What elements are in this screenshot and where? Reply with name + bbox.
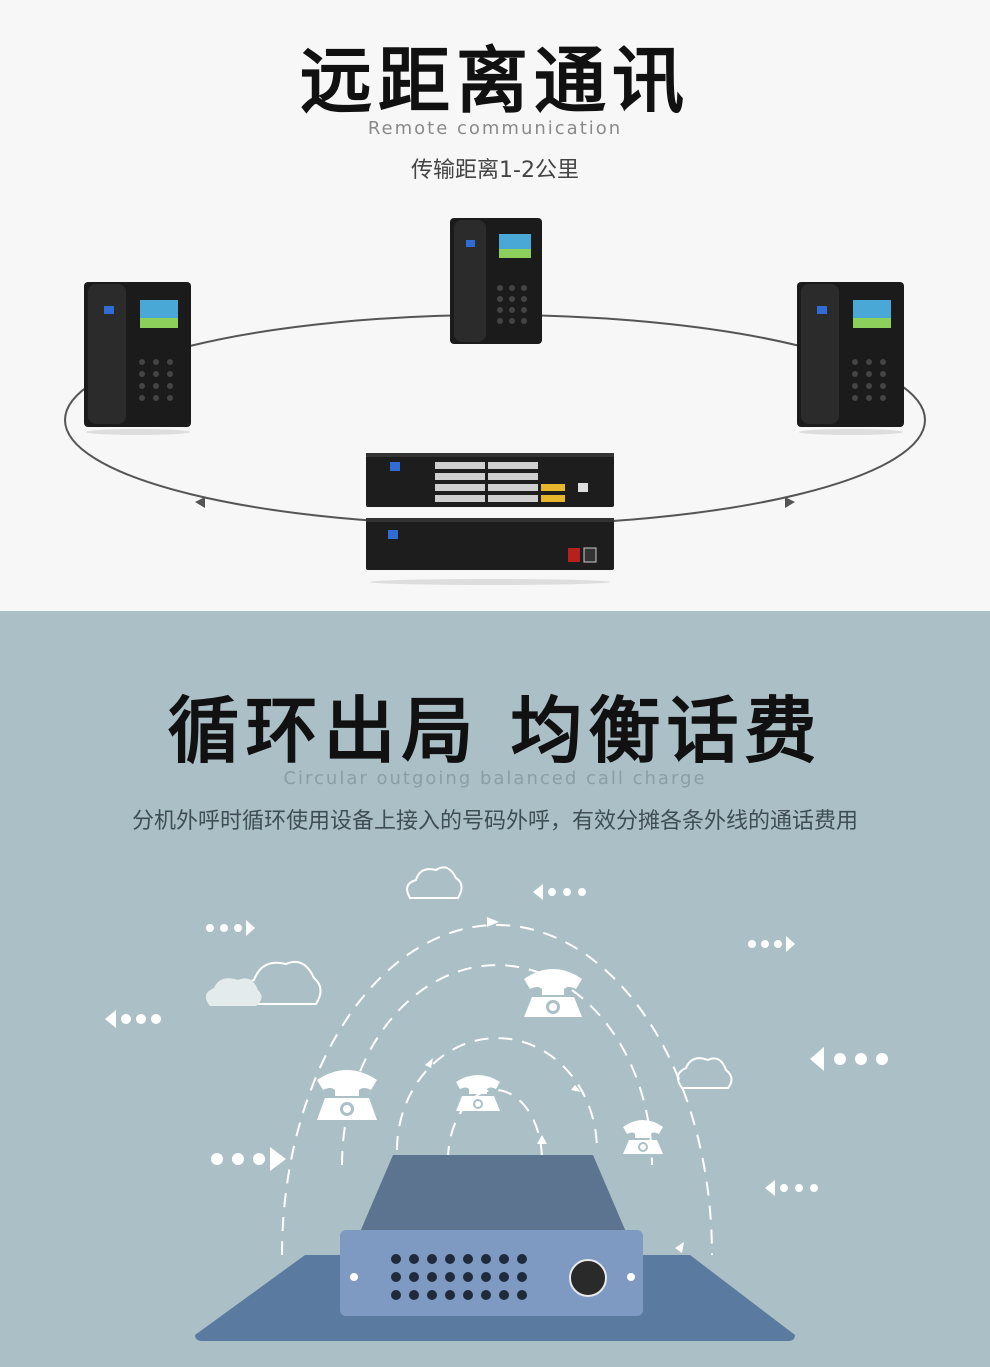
middle-dashed-arc — [341, 964, 653, 1166]
remote-title: 远距离通讯 — [299, 39, 690, 123]
cloud-phone-icon — [406, 866, 463, 899]
remote-description: 传输距离1-2公里 — [411, 158, 579, 183]
ring-arrow-right — [785, 497, 795, 508]
inner-dashed-arc — [396, 1037, 598, 1151]
outer-dashed-arc — [281, 924, 713, 1256]
arc-arrow-core — [537, 1135, 547, 1144]
arc-arrow-outer-right — [675, 1242, 684, 1253]
circular-title: 循环出局 均衡话费 — [167, 689, 823, 773]
pbx-rack-front — [366, 453, 614, 507]
ip-phone-right — [797, 282, 904, 435]
arc-arrow-top — [487, 917, 499, 927]
pbx-rack-back — [366, 518, 614, 585]
circular-subtitle: Circular outgoing balanced call charge — [283, 768, 707, 789]
ip-phone-left — [84, 282, 191, 435]
solid-cloud-icon — [205, 978, 262, 1006]
ring-arrow-left — [195, 497, 205, 508]
arc-arrow-inner-right — [571, 1085, 581, 1092]
arc-arrow-inner-left — [425, 1058, 433, 1068]
cloud-phone-icon-right — [676, 1057, 733, 1089]
core-dashed-arc — [447, 1089, 543, 1161]
device-top-panel — [360, 1155, 626, 1232]
device-power-knob — [569, 1259, 607, 1297]
ip-phone-top — [450, 218, 542, 344]
device-screw-icon — [350, 1273, 358, 1281]
remote-subtitle: Remote communication — [367, 118, 623, 139]
device-screw-icon — [627, 1273, 635, 1281]
device-port-grid — [391, 1254, 527, 1300]
circular-description: 分机外呼时循环使用设备上接入的号码外呼，有效分摊各条外线的通话费用 — [131, 809, 858, 834]
dotted-arrow-icon — [105, 884, 888, 1196]
telephone-icon — [317, 969, 663, 1154]
remote-network-illustration — [64, 218, 926, 585]
